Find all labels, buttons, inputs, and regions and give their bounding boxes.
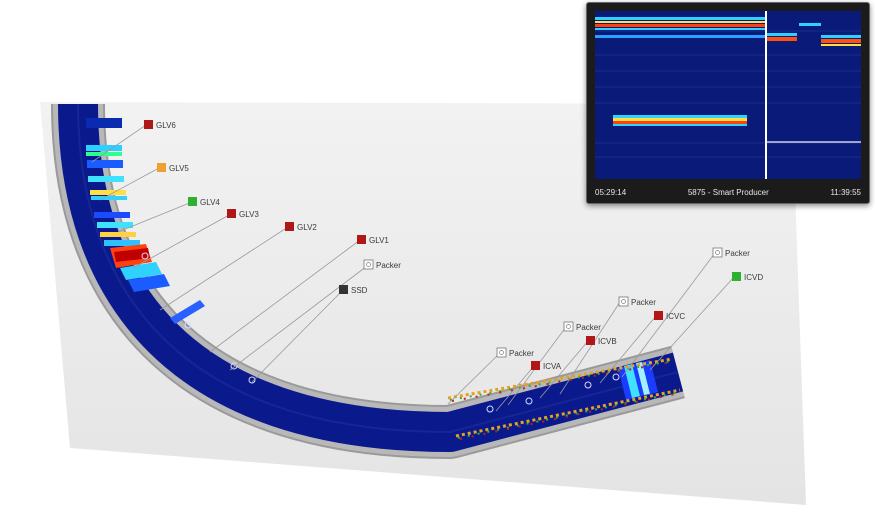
packer-label: Packer <box>576 323 601 332</box>
gauge-strip-upper <box>447 357 673 402</box>
packer-label: Packer <box>725 249 750 258</box>
label-icvb[interactable]: ICVB <box>586 336 617 346</box>
label-packer-4[interactable]: Packer <box>618 296 656 307</box>
label-glv3[interactable]: GLV3 <box>227 209 259 219</box>
glv3-label: GLV3 <box>239 210 259 219</box>
red-square-icon <box>654 311 663 320</box>
glv2-label: GLV2 <box>297 223 317 232</box>
icva-label: ICVA <box>543 362 562 371</box>
gauge-strip-lower <box>455 388 681 440</box>
sensor-dots <box>141 252 620 413</box>
packer-icon <box>618 296 629 307</box>
glv4-label: GLV4 <box>200 198 220 207</box>
green-square-icon <box>188 197 197 206</box>
label-packer-1[interactable]: Packer <box>363 259 401 270</box>
packer-label: Packer <box>631 298 656 307</box>
heatmap-thumbnail[interactable]: 05:29:14 5875 - Smart Producer 11:39:55 <box>586 2 870 204</box>
label-icvc[interactable]: ICVC <box>654 311 685 321</box>
label-packer-3[interactable]: Packer <box>563 321 601 332</box>
label-glv4[interactable]: GLV4 <box>188 197 220 207</box>
thumbnail-heatmap <box>595 11 861 179</box>
red-square-icon <box>227 209 236 218</box>
ssd-label: SSD <box>351 286 368 295</box>
glv6-label: GLV6 <box>156 121 176 130</box>
packer-icon <box>363 259 374 270</box>
packer-label: Packer <box>376 261 401 270</box>
green-square-icon <box>732 272 741 281</box>
well-title: 5875 - Smart Producer <box>687 187 769 197</box>
label-icvd[interactable]: ICVD <box>732 272 763 282</box>
label-icva[interactable]: ICVA <box>531 361 562 371</box>
glv1-label: GLV1 <box>369 236 389 245</box>
red-square-icon <box>285 222 294 231</box>
icvc-label: ICVC <box>666 312 685 321</box>
red-square-icon <box>531 361 540 370</box>
leader-lines <box>91 124 735 412</box>
label-packer-2[interactable]: Packer <box>496 347 534 358</box>
packer-icon <box>563 321 574 332</box>
label-glv6[interactable]: GLV6 <box>144 120 176 130</box>
thumbnail-footer: 05:29:14 5875 - Smart Producer 11:39:55 <box>587 181 869 203</box>
packer-icon <box>712 247 723 258</box>
label-ssd[interactable]: SSD <box>339 285 368 295</box>
toe-heatmap <box>618 360 658 400</box>
label-glv2[interactable]: GLV2 <box>285 222 317 232</box>
heatmap-bands <box>86 118 205 324</box>
orange-square-icon <box>157 163 166 172</box>
dark-square-icon <box>339 285 348 294</box>
icvb-label: ICVB <box>598 337 617 346</box>
label-packer-5[interactable]: Packer <box>712 247 750 258</box>
glv5-label: GLV5 <box>169 164 189 173</box>
label-glv5[interactable]: GLV5 <box>157 163 189 173</box>
red-square-icon <box>357 235 366 244</box>
red-square-icon <box>144 120 153 129</box>
start-time: 05:29:14 <box>595 187 627 197</box>
end-time: 11:39:55 <box>830 187 861 197</box>
icvd-label: ICVD <box>744 273 763 282</box>
packer-label: Packer <box>509 349 534 358</box>
label-glv1[interactable]: GLV1 <box>357 235 389 245</box>
red-square-icon <box>586 336 595 345</box>
thumbnail-heatmap-plot[interactable] <box>595 11 861 179</box>
packer-icon <box>496 347 507 358</box>
